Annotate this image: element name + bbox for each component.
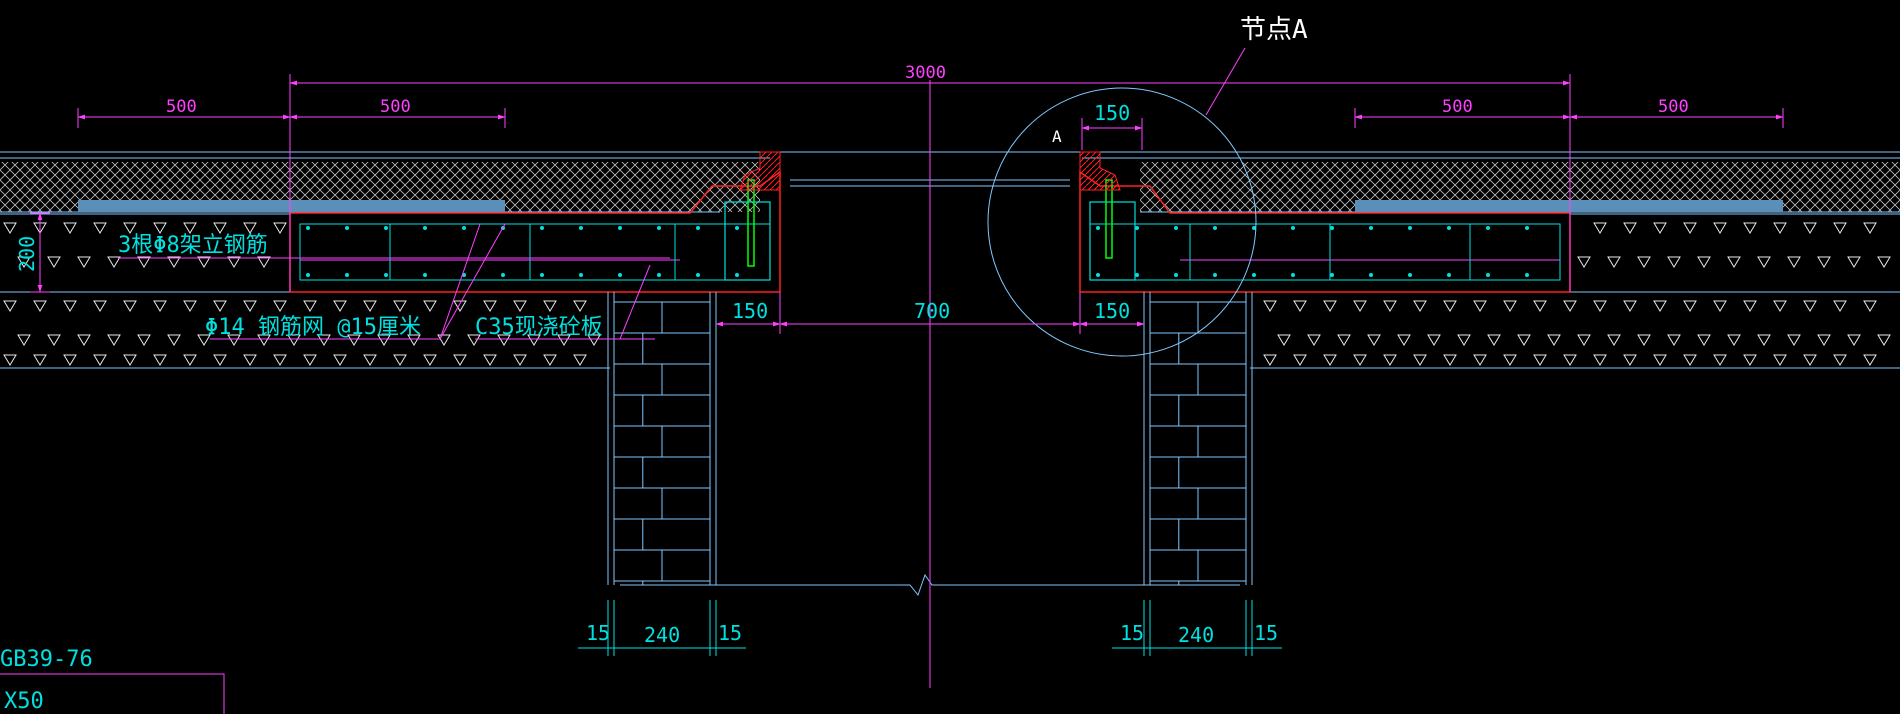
dim-opening: 700: [914, 299, 950, 323]
left-slab: [289, 151, 781, 293]
dim-right-plaster-r: 15: [1254, 621, 1278, 645]
label-rebar-mesh: Φ14 钢筋网 @15厘米: [205, 315, 421, 340]
right-brick-wall: [1143, 292, 1253, 585]
dim-right-plaster-l: 15: [1120, 621, 1144, 645]
dim-right-ledge: 150: [1094, 299, 1130, 323]
pavement-layer: [0, 151, 1900, 213]
detail-a-label: 节点A: [1240, 15, 1308, 45]
dim-slab-thickness: 200: [15, 236, 39, 272]
dim-left-inner: 500: [380, 97, 411, 117]
top-dimensions: [77, 80, 1784, 150]
label-erection-bars: 3根Φ8架立钢筋: [118, 233, 268, 258]
dim-detail-a-width: 150: [1094, 101, 1130, 125]
dim-overall: 3000: [905, 63, 946, 83]
dim-right-inner: 500: [1442, 97, 1473, 117]
title-block: GB39-76 X50: [0, 647, 225, 714]
dim-right-brick: 240: [1178, 623, 1214, 647]
dim-left-plaster-l: 15: [586, 621, 610, 645]
dim-left-ledge: 150: [732, 299, 768, 323]
label-concrete-slab: C35现浇砼板: [475, 315, 603, 340]
break-line: [620, 573, 1240, 597]
dim-left-brick: 240: [644, 623, 680, 647]
left-brick-wall: [607, 292, 717, 585]
scale-note: X50: [4, 689, 44, 714]
right-slab: [1079, 151, 1571, 293]
dim-right-outer: 500: [1658, 97, 1689, 117]
dim-left-outer: 500: [166, 97, 197, 117]
detail-a-letter: A: [1052, 127, 1062, 146]
dim-left-plaster-r: 15: [718, 621, 742, 645]
drawing-code: GB39-76: [0, 647, 93, 672]
subgrade-layer: [0, 213, 1900, 369]
